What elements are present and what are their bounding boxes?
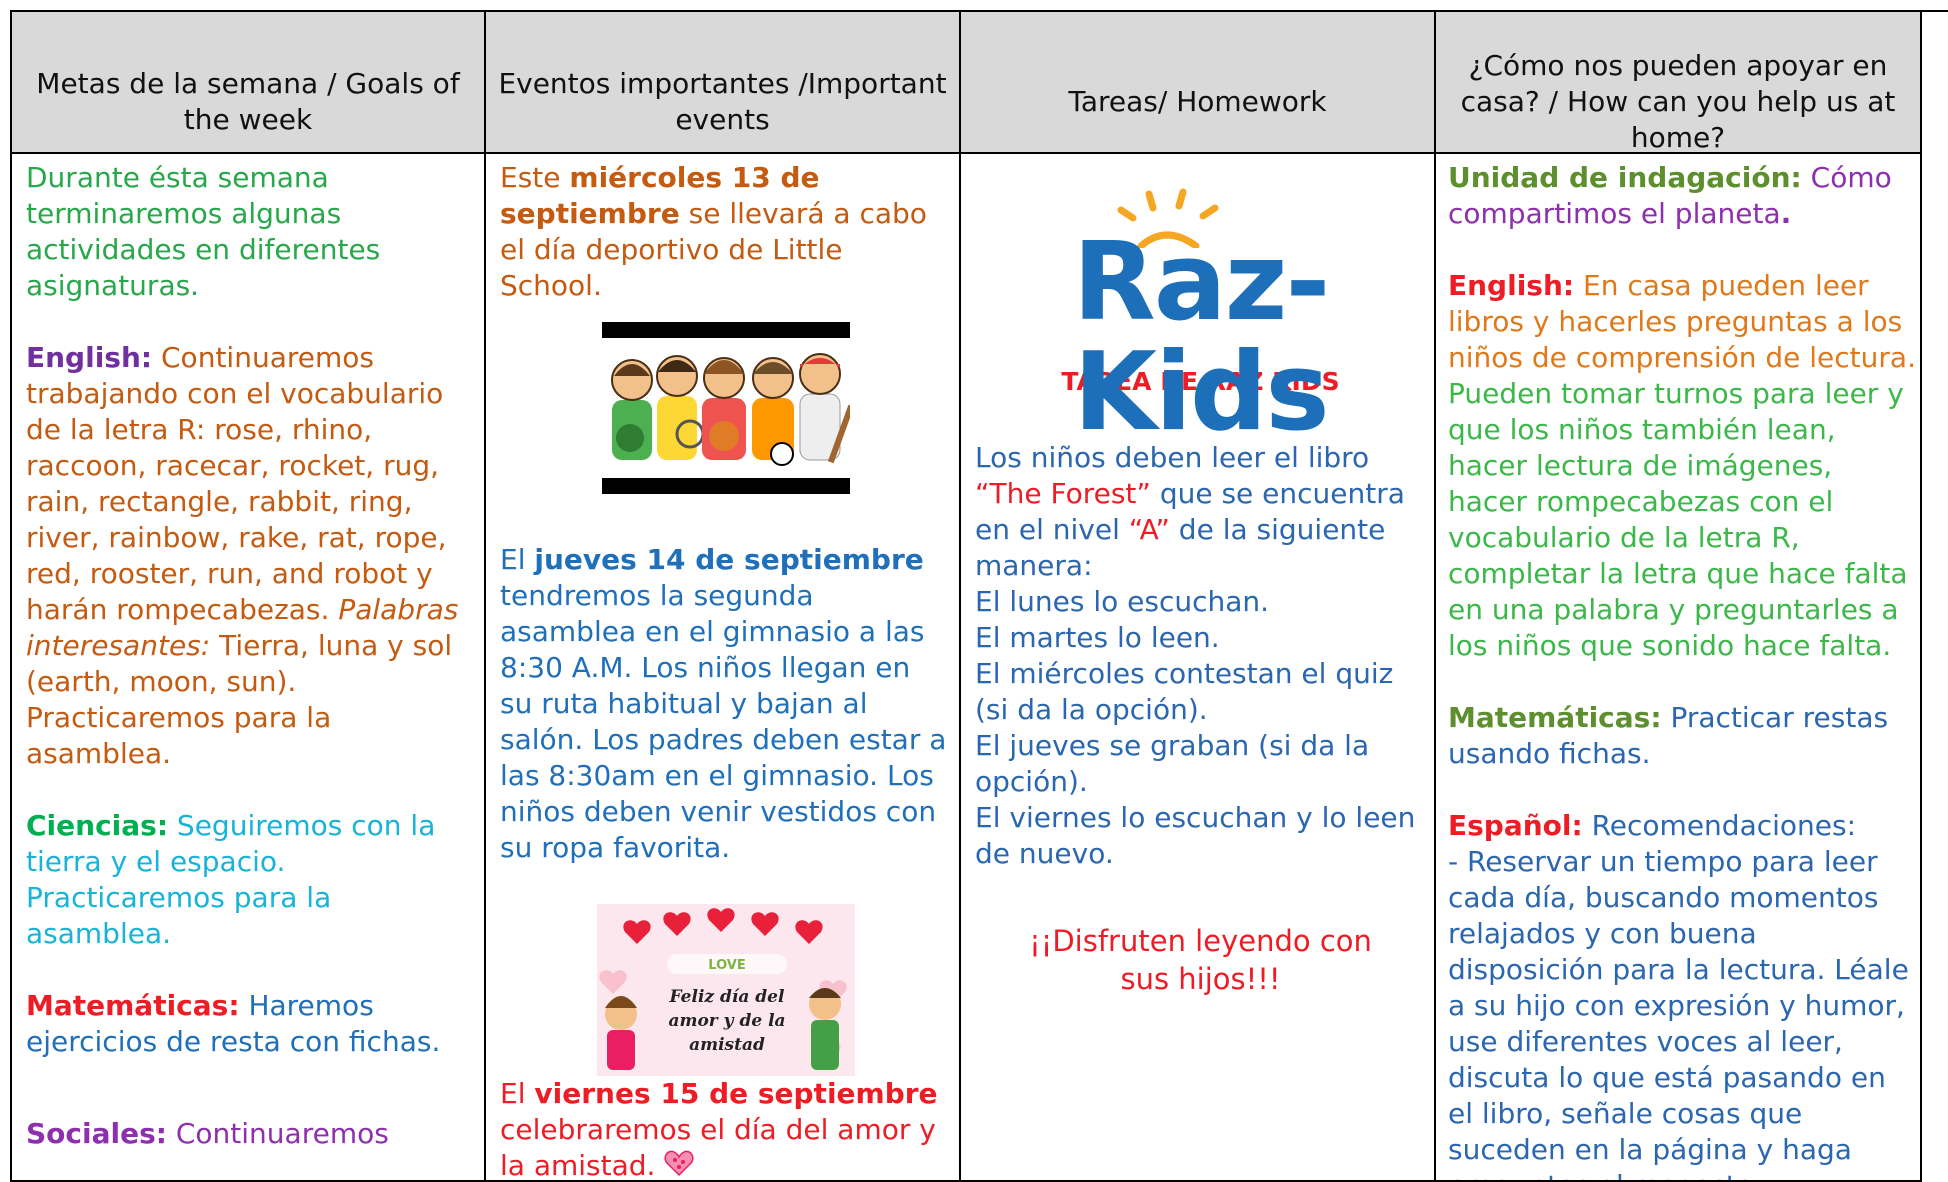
goals-social-label: Sociales: <box>26 1117 167 1150</box>
goals-social-text: Continuaremos <box>167 1117 389 1150</box>
support-spanish-body: - Reservar un tiempo para leer cada día,… <box>1448 844 1916 1182</box>
events-column: Este miércoles 13 de septiembre se lleva… <box>486 154 961 1182</box>
card-text-2: amor y de la <box>668 1011 785 1031</box>
goals-math: Matemáticas: Haremos ejercicios de resta… <box>26 988 476 1060</box>
homework-column: Raz-Kids TAREA DE RAZ KIDS Los niños deb… <box>961 154 1436 1182</box>
heart-icon <box>664 1149 694 1182</box>
hw-book-title: “The Forest” <box>975 477 1151 510</box>
goals-english-label: English: <box>26 341 152 374</box>
goals-science-label: Ciencias: <box>26 809 168 842</box>
support-unit: Unidad de indagación: Cómo compartimos e… <box>1448 160 1916 232</box>
hw-monday: El lunes lo escuchan. <box>975 584 1426 620</box>
event-love-day: El viernes 15 de septiembre celebraremos… <box>500 1076 951 1182</box>
header-events-text: Eventos importantes /Important events <box>498 66 947 138</box>
support-spanish-label: Español: <box>1448 809 1583 842</box>
hearts-illustration: LOVE Feliz día del amor y de la amistad <box>597 904 855 1076</box>
support-spanish-text: Recomendaciones: <box>1583 809 1856 842</box>
event-love-pre: El <box>500 1077 534 1110</box>
event-love-post: celebraremos el día del amor y la amista… <box>500 1113 936 1182</box>
hw-friday: El viernes lo escuchan y lo leen de nuev… <box>975 800 1426 872</box>
event-assembly: El jueves 14 de septiembre tendremos la … <box>500 542 951 866</box>
hw-tuesday: El martes lo leen. <box>975 620 1426 656</box>
hw-wednesday: El miércoles contestan el quiz (si da la… <box>975 656 1426 728</box>
support-english-text-b: Pueden tomar turnos para leer y que los … <box>1448 377 1908 662</box>
hw-thursday: El jueves se graban (si da la opción). <box>975 728 1426 800</box>
goals-column: Durante ésta semana terminaremos algunas… <box>12 154 486 1182</box>
event-assembly-post: tendremos la segunda asamblea en el gimn… <box>500 579 946 864</box>
header-homework-text: Tareas/ Homework <box>1068 84 1326 120</box>
support-english-label: English: <box>1448 269 1574 302</box>
goals-english: English: Continuaremos trabajando con el… <box>26 340 476 772</box>
header-homework: Tareas/ Homework <box>961 12 1436 154</box>
card-text-3: amistad <box>689 1035 765 1055</box>
card-text-1: Feliz día del <box>668 987 784 1007</box>
event-assembly-date: jueves 14 de septiembre <box>534 543 923 576</box>
raz-kids-logo-text: Raz-Kids <box>991 228 1411 448</box>
homework-closing: ¡¡Disfruten leyendo con sus hijos!!! <box>975 922 1426 998</box>
kids-illustration <box>602 338 850 478</box>
support-unit-dot: . <box>1781 197 1792 230</box>
love-friendship-card-image: LOVE Feliz día del amor y de la amistad <box>597 904 855 1076</box>
goals-science: Ciencias: Seguiremos con la tierra y el … <box>26 808 476 952</box>
support-spanish: Español: Recomendaciones: <box>1448 808 1916 844</box>
goals-intro: Durante ésta semana terminaremos algunas… <box>26 160 476 304</box>
support-unit-label: Unidad de indagación: <box>1448 161 1802 194</box>
homework-instructions: Los niños deben leer el libro “The Fores… <box>975 440 1426 584</box>
header-goals-text: Metas de la semana / Goals of the week <box>24 66 472 138</box>
card-love-text: LOVE <box>708 958 745 973</box>
event-sports-day: Este miércoles 13 de septiembre se lleva… <box>500 160 951 304</box>
support-math: Matemáticas: Practicar restas usando fic… <box>1448 700 1916 772</box>
event-sports-pre: Este <box>500 161 569 194</box>
goals-social: Sociales: Continuaremos <box>26 1116 476 1152</box>
header-goals: Metas de la semana / Goals of the week <box>12 12 486 154</box>
hw-level: “A” <box>1129 513 1170 546</box>
sports-kids-image <box>602 322 850 494</box>
newsletter-table: Metas de la semana / Goals of the week E… <box>10 10 1948 1182</box>
header-events: Eventos importantes /Important events <box>486 12 961 154</box>
goals-math-label: Matemáticas: <box>26 989 240 1022</box>
event-love-date: viernes 15 de septiembre <box>534 1077 937 1110</box>
header-support: ¿Cómo nos pueden apoyar en casa? / How c… <box>1436 12 1922 154</box>
raz-kids-logo: Raz-Kids <box>991 188 1411 338</box>
support-column: Unidad de indagación: Cómo compartimos e… <box>1436 154 1922 1182</box>
support-english: English: En casa pueden leer libros y ha… <box>1448 268 1916 664</box>
goals-english-text: Continuaremos trabajando con el vocabula… <box>26 341 447 626</box>
event-assembly-pre: El <box>500 543 534 576</box>
header-support-text: ¿Cómo nos pueden apoyar en casa? / How c… <box>1448 48 1908 154</box>
support-math-label: Matemáticas: <box>1448 701 1662 734</box>
